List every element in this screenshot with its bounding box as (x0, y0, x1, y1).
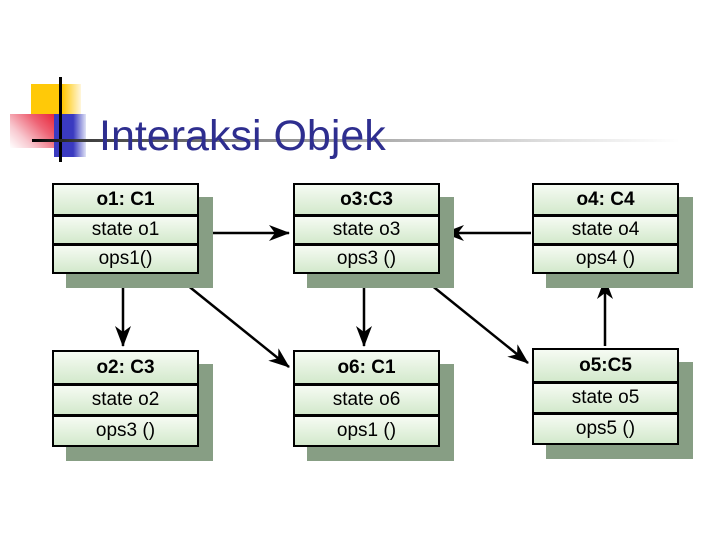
object-name: o4: C4 (534, 185, 677, 215)
object-state: state o2 (54, 383, 197, 415)
logo-yellow-square (31, 84, 81, 115)
object-box-o4: o4: C4 state o4 ops4 () (532, 183, 679, 274)
object-ops: ops1 () (295, 414, 438, 446)
object-state: state o6 (295, 383, 438, 415)
object-box-o2: o2: C3 state o2 ops3 () (52, 350, 199, 447)
object-name: o1: C1 (54, 185, 197, 215)
object-name: o3:C3 (295, 185, 438, 215)
object-name: o5:C5 (534, 350, 677, 382)
logo-red-square (10, 114, 54, 148)
object-ops: ops4 () (534, 243, 677, 273)
object-state: state o5 (534, 381, 677, 413)
object-name: o2: C3 (54, 352, 197, 384)
logo-vertical-line (59, 77, 62, 162)
slide-title: Interaksi Objek (99, 111, 386, 160)
object-ops: ops3 () (54, 414, 197, 446)
object-ops: ops3 () (295, 243, 438, 273)
object-box-o1: o1: C1 state o1 ops1() (52, 183, 199, 274)
object-state: state o1 (54, 214, 197, 244)
object-name: o6: C1 (295, 352, 438, 384)
title-separator-line (32, 139, 680, 142)
object-ops: ops1() (54, 243, 197, 273)
object-box-o3: o3:C3 state o3 ops3 () (293, 183, 440, 274)
object-state: state o4 (534, 214, 677, 244)
object-box-o6: o6: C1 state o6 ops1 () (293, 350, 440, 447)
object-ops: ops5 () (534, 412, 677, 444)
object-state: state o3 (295, 214, 438, 244)
object-box-o5: o5:C5 state o5 ops5 () (532, 348, 679, 445)
